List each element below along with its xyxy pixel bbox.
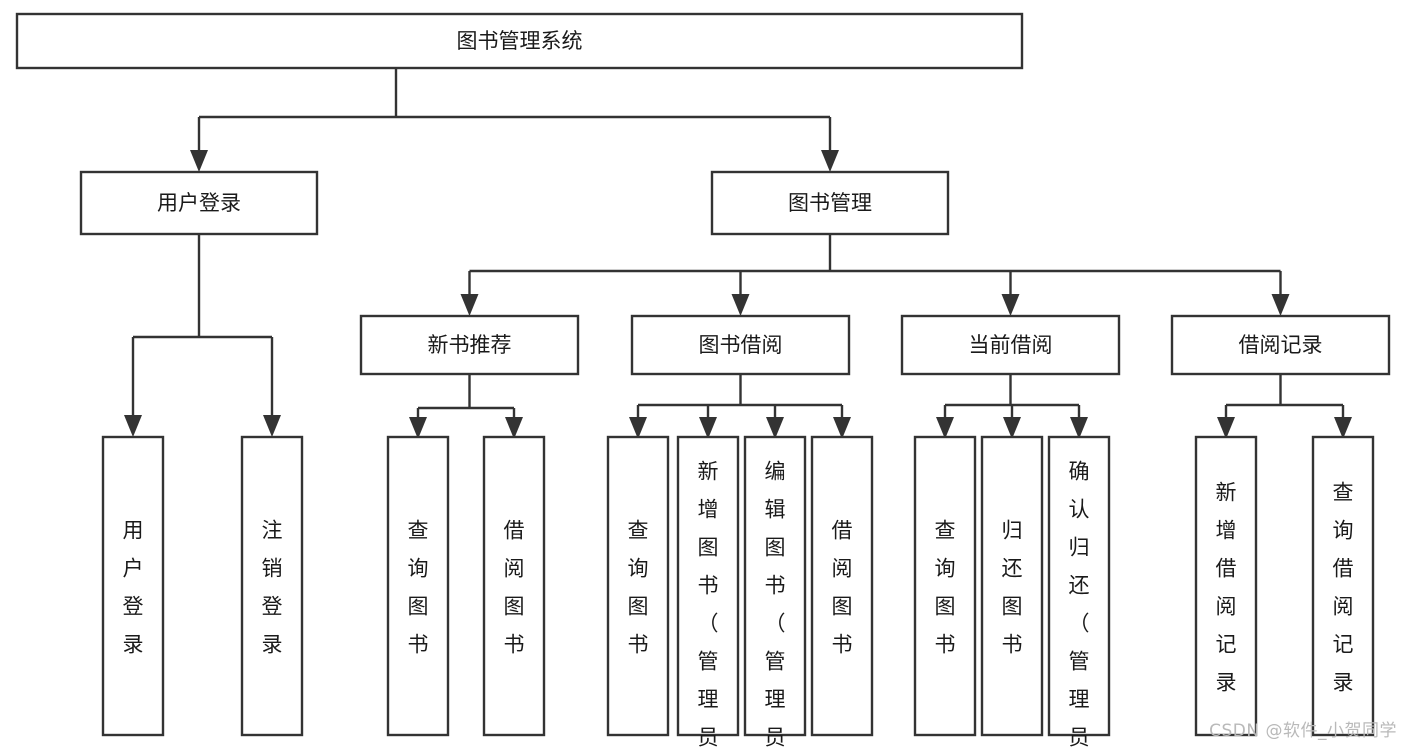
node-box-cb-confirm-return: [1047, 435, 1111, 737]
arrow-head-icon: [409, 417, 427, 439]
arrow-head-icon: [1334, 417, 1352, 439]
arrow-head-icon: [124, 415, 142, 437]
node-current-borrow[interactable]: 当前借阅: [900, 314, 1121, 376]
connector-layer: [124, 68, 1352, 439]
arrow-head-icon: [263, 415, 281, 437]
arrow-head-icon: [833, 417, 851, 439]
arrow-head-icon: [190, 150, 208, 172]
node-box-root: [15, 12, 1024, 70]
node-label-cb-return-book: 归还图书: [1002, 518, 1023, 656]
node-box-bb-add-book: [676, 435, 740, 737]
node-label-user-login: 用户登录: [157, 191, 241, 215]
node-box-nbr-query-book: [386, 435, 450, 737]
node-box-bb-borrow-book: [810, 435, 874, 737]
node-label-cb-query-book: 查询图书: [935, 518, 956, 656]
node-user-login-do[interactable]: 用户登录: [101, 435, 165, 737]
node-cb-confirm-return[interactable]: 确认归还（管理员）: [1047, 435, 1111, 747]
arrow-head-icon: [821, 150, 839, 172]
node-cb-query-book[interactable]: 查询图书: [913, 435, 977, 737]
node-box-cb-return-book: [980, 435, 1044, 737]
arrow-head-icon: [1003, 417, 1021, 439]
node-book-borrow[interactable]: 图书借阅: [630, 314, 851, 376]
node-label-bb-edit-book: 编辑图书（管理员）: [765, 459, 786, 747]
node-label-user-login-do: 用户登录: [123, 518, 144, 656]
arrow-head-icon: [731, 294, 750, 316]
node-label-bb-borrow-book: 借阅图书: [832, 518, 853, 656]
node-box-book-borrow: [630, 314, 851, 376]
arrow-head-icon: [1070, 417, 1088, 439]
node-label-br-query-record: 查询借阅记录: [1333, 480, 1354, 694]
arrow-head-icon: [1001, 294, 1020, 316]
arrow-head-icon: [460, 294, 479, 316]
node-label-cb-confirm-return: 确认归还（管理员）: [1069, 459, 1090, 747]
node-borrow-record[interactable]: 借阅记录: [1170, 314, 1391, 376]
node-label-root: 图书管理系统: [457, 29, 583, 53]
node-cb-return-book[interactable]: 归还图书: [980, 435, 1044, 737]
node-label-current-borrow: 当前借阅: [969, 333, 1053, 357]
node-bb-add-book[interactable]: 新增图书（管理员）: [676, 435, 740, 747]
node-user-logout[interactable]: 注销登录: [240, 435, 304, 737]
node-box-nbr-borrow-book: [482, 435, 546, 737]
node-label-nbr-borrow-book: 借阅图书: [504, 518, 525, 656]
node-label-new-book-rec: 新书推荐: [428, 333, 512, 357]
arrow-head-icon: [936, 417, 954, 439]
node-box-new-book-rec: [359, 314, 580, 376]
node-label-book-borrow: 图书借阅: [699, 333, 783, 357]
arrow-head-icon: [1271, 294, 1290, 316]
node-box-bb-query-book: [606, 435, 670, 737]
arrow-head-icon: [699, 417, 717, 439]
arrow-head-icon: [629, 417, 647, 439]
node-box-bb-edit-book: [743, 435, 807, 737]
node-br-query-record[interactable]: 查询借阅记录: [1311, 435, 1375, 737]
node-label-bb-query-book: 查询图书: [628, 518, 649, 656]
node-new-book-rec[interactable]: 新书推荐: [359, 314, 580, 376]
node-label-book-manage: 图书管理: [788, 191, 872, 215]
arrow-head-icon: [1217, 417, 1235, 439]
node-bb-query-book[interactable]: 查询图书: [606, 435, 670, 737]
node-bb-borrow-book[interactable]: 借阅图书: [810, 435, 874, 737]
node-box-current-borrow: [900, 314, 1121, 376]
node-label-user-logout: 注销登录: [262, 518, 283, 656]
node-label-bb-add-book: 新增图书（管理员）: [698, 459, 719, 747]
node-label-nbr-query-book: 查询图书: [408, 518, 429, 656]
node-box-user-login: [79, 170, 319, 236]
node-label-borrow-record: 借阅记录: [1239, 333, 1323, 357]
node-root[interactable]: 图书管理系统: [15, 12, 1024, 70]
node-user-login[interactable]: 用户登录: [79, 170, 319, 236]
node-nbr-borrow-book[interactable]: 借阅图书: [482, 435, 546, 737]
node-box-br-add-record: [1194, 435, 1258, 737]
node-box-br-query-record: [1311, 435, 1375, 737]
node-box-user-login-do: [101, 435, 165, 737]
node-box-book-manage: [710, 170, 950, 236]
arrow-head-icon: [505, 417, 523, 439]
node-box-cb-query-book: [913, 435, 977, 737]
node-box-user-logout: [240, 435, 304, 737]
node-br-add-record[interactable]: 新增借阅记录: [1194, 435, 1258, 737]
node-nbr-query-book[interactable]: 查询图书: [386, 435, 450, 737]
node-label-br-add-record: 新增借阅记录: [1216, 480, 1237, 694]
arrow-head-icon: [766, 417, 784, 439]
node-box-borrow-record: [1170, 314, 1391, 376]
node-bb-edit-book[interactable]: 编辑图书（管理员）: [743, 435, 807, 747]
node-book-manage[interactable]: 图书管理: [710, 170, 950, 236]
node-layer: 图书管理系统用户登录图书管理新书推荐图书借阅当前借阅借阅记录用户登录注销登录查询…: [15, 12, 1391, 747]
